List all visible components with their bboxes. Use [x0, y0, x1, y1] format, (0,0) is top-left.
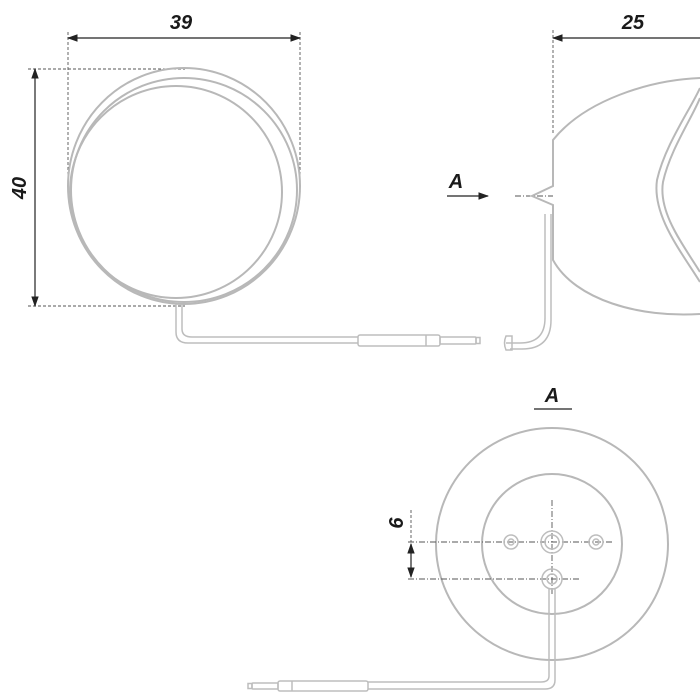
lamp-lens	[69, 85, 283, 299]
connector-pin-tip	[475, 336, 481, 345]
cable-connector	[357, 334, 441, 347]
rear-view-a: A 6	[247, 385, 669, 692]
side-cable-inner	[510, 214, 552, 350]
rear-cable-inner	[368, 589, 556, 690]
cable-inner	[181, 304, 358, 338]
cable-exit-inner	[546, 573, 558, 585]
connector-pin	[439, 336, 477, 345]
dimension-hole-spacing-label: 6	[386, 517, 408, 529]
mount-hole-left	[503, 534, 519, 550]
side-cable-end	[503, 335, 513, 351]
mount-hole-right-inner	[592, 538, 600, 546]
dimension-depth-label: 25	[621, 12, 645, 34]
cable-exit-outer	[541, 568, 563, 590]
side-view: 25 A	[447, 12, 700, 351]
view-arrow-label: A	[448, 171, 463, 193]
mount-hole-right	[588, 534, 604, 550]
rear-connector-pin	[251, 682, 279, 690]
dimension-height-label: 40	[9, 177, 31, 200]
side-rim-curve-inner	[661, 97, 700, 273]
side-cable	[506, 214, 546, 344]
center-stud-inner	[544, 534, 560, 550]
view-a-title: A	[544, 385, 559, 407]
rear-outer-body	[435, 427, 669, 661]
mount-hole-left-inner	[507, 538, 515, 546]
rear-connector-pin-tip	[247, 682, 253, 690]
side-rim-curve	[655, 87, 700, 283]
cable	[175, 304, 358, 344]
side-body-outline	[529, 77, 700, 316]
rear-mount-plate	[481, 473, 623, 615]
front-view: 39 40	[9, 12, 481, 347]
lamp-outer-rim	[67, 67, 301, 305]
center-stud-outer	[540, 530, 564, 554]
lamp-rim-ring	[70, 77, 298, 303]
rear-cable	[368, 589, 550, 683]
dimension-width-label: 39	[170, 12, 193, 34]
